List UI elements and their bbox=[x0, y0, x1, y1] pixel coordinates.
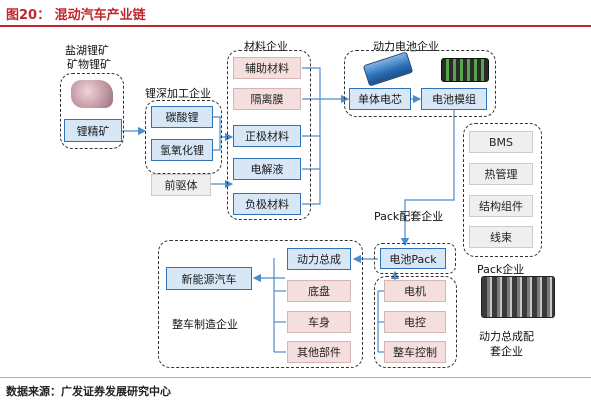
pack-company-label: Pack企业 bbox=[477, 263, 525, 276]
pack-supporting-label: Pack配套企业 bbox=[374, 210, 444, 223]
assembly-group bbox=[158, 240, 363, 368]
e-control-box: 电控 bbox=[384, 311, 446, 333]
powertrain-supplier-label-2: 套企业 bbox=[490, 345, 523, 358]
structure-box: 结构组件 bbox=[469, 195, 533, 217]
powertrain-box: 动力总成 bbox=[287, 248, 351, 270]
pack-group bbox=[374, 243, 456, 274]
anode-box: 负极材料 bbox=[233, 193, 301, 215]
figure-title: 图20： 混动汽车产业链 bbox=[6, 8, 146, 23]
deep-processing-group bbox=[145, 100, 222, 174]
thermal-box: 热管理 bbox=[469, 163, 533, 185]
mine-label-1: 盐湖锂矿 bbox=[65, 44, 109, 57]
cathode-box: 正极材料 bbox=[233, 125, 301, 147]
aux-material-box: 辅助材料 bbox=[233, 57, 301, 79]
control-group bbox=[374, 276, 457, 368]
powertrain-supplier-label-1: 动力总成配 bbox=[479, 330, 534, 343]
materials-label: 材料企业 bbox=[244, 40, 288, 53]
connector-lines bbox=[122, 67, 455, 353]
deep-processing-label: 锂深加工企业 bbox=[145, 87, 211, 100]
motor-box: 电机 bbox=[384, 280, 446, 302]
separator-box: 隔离膜 bbox=[233, 88, 301, 110]
lithium-hydroxide-box: 氢氧化锂 bbox=[151, 139, 213, 161]
module-box: 电池模组 bbox=[421, 88, 487, 110]
harness-box: 线束 bbox=[469, 226, 533, 248]
battery-module-image bbox=[441, 58, 489, 82]
assembly-label: 整车制造企业 bbox=[172, 318, 238, 331]
cell-box: 单体电芯 bbox=[349, 88, 411, 110]
bms-box: BMS bbox=[469, 131, 533, 153]
precursor-box: 前驱体 bbox=[151, 174, 211, 196]
electrolyte-box: 电解液 bbox=[233, 158, 301, 180]
pack-image bbox=[481, 276, 555, 318]
materials-group bbox=[227, 50, 311, 220]
source-note: 数据来源：广发证券发展研究中心 bbox=[6, 385, 171, 398]
chassis-box: 底盘 bbox=[287, 280, 351, 302]
other-parts-box: 其他部件 bbox=[287, 341, 351, 363]
title-rule bbox=[0, 25, 591, 27]
mine-label-2: 矿物锂矿 bbox=[67, 58, 111, 71]
lithium-carbonate-box: 碳酸锂 bbox=[151, 106, 213, 128]
vehicle-control-box: 整车控制 bbox=[384, 341, 446, 363]
lithium-ore-image bbox=[71, 80, 113, 108]
battery-company-label: 动力电池企业 bbox=[373, 40, 439, 53]
footer-rule bbox=[0, 377, 591, 378]
lithium-concentrate-box: 锂精矿 bbox=[64, 119, 122, 142]
bms-group bbox=[463, 123, 542, 257]
nev-box: 新能源汽车 bbox=[166, 267, 252, 290]
body-box: 车身 bbox=[287, 311, 351, 333]
battery-group bbox=[344, 50, 496, 117]
pack-box: 电池Pack bbox=[380, 248, 446, 269]
mine-group bbox=[60, 73, 124, 149]
